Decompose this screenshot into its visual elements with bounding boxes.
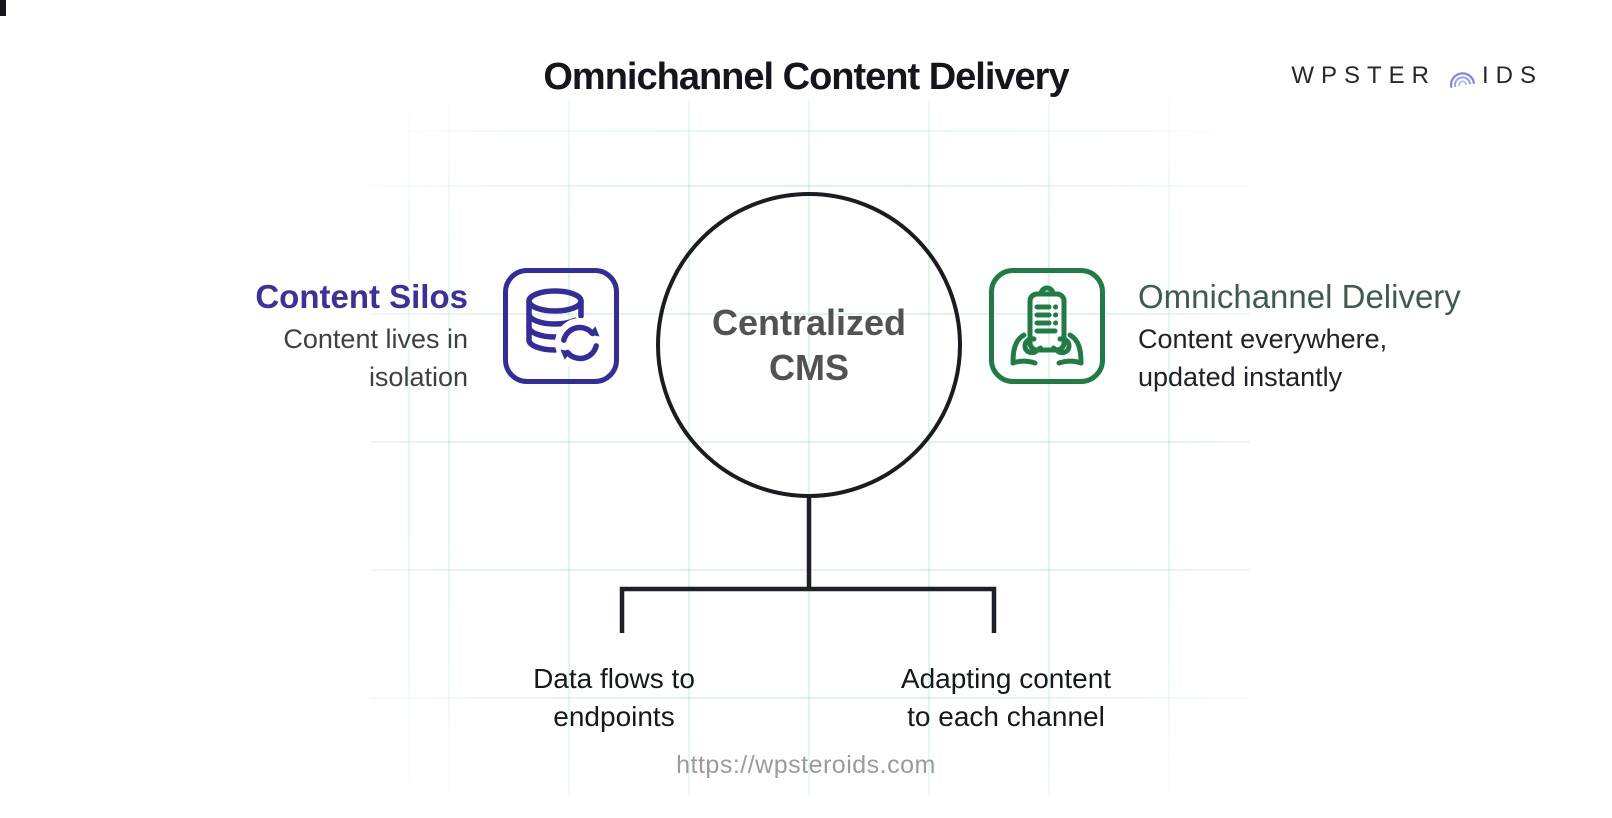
branch-2-line-2: to each channel [907, 701, 1105, 732]
branch-1-line-2: endpoints [553, 701, 675, 732]
branch-label-endpoints: Data flows to endpoints [454, 660, 774, 736]
left-subtitle-line-2: isolation [368, 362, 468, 392]
cms-label-line-2: CMS [768, 347, 849, 388]
branch-1-line-1: Data flows to [533, 663, 695, 694]
left-panel-heading: Content Silos [255, 278, 468, 315]
database-sync-icon [503, 268, 619, 384]
concentric-arcs-o-icon [1444, 61, 1478, 92]
brand-text-left: WPSTER [1291, 62, 1436, 89]
left-subtitle-line-1: Content lives in [283, 324, 468, 354]
brand-text-right: IDS [1481, 62, 1543, 89]
brand-logo: WPSTER IDS [1291, 62, 1543, 90]
right-subtitle-line-1: Content everywhere, [1138, 324, 1388, 354]
footer-url: https://wpsteroids.com [676, 751, 936, 779]
branch-2-line-1: Adapting content [900, 663, 1112, 694]
cms-label-line-1: Centralized [711, 302, 907, 343]
left-panel-subtitle: Content lives in isolation [108, 320, 468, 396]
central-cms-node: Centralized CMS [656, 192, 962, 498]
right-subtitle-line-2: updated instantly [1138, 362, 1343, 392]
right-panel-subtitle: Content everywhere, updated instantly [1138, 320, 1578, 396]
right-panel-heading: Omnichannel Delivery [1138, 278, 1461, 315]
screen-corner-artifact [0, 0, 6, 16]
central-cms-label: Centralized CMS [712, 300, 906, 390]
page-title: Omnichannel Content Delivery [543, 56, 1069, 98]
branch-label-adapting: Adapting content to each channel [846, 660, 1166, 736]
clipboard-hands-icon [989, 268, 1105, 384]
